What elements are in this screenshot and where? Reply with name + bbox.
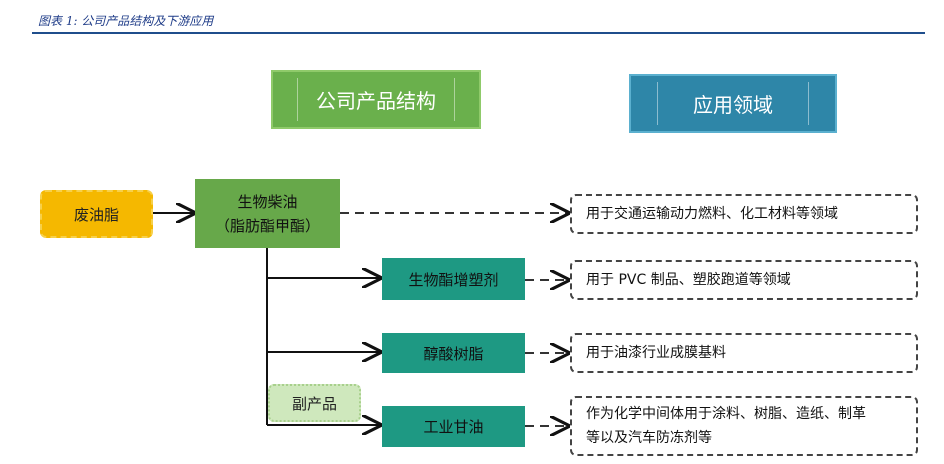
node-alkyd-resin-label: 醇酸树脂 [423,344,484,363]
node-alkyd-resin: 醇酸树脂 [382,333,525,373]
node-plasticizer: 生物酯增塑剂 [382,258,525,300]
app-glycerin-text-line2: 等以及汽车防冻剂等 [586,430,712,446]
node-glycerin-label: 工业甘油 [423,418,484,436]
header-application-field-label: 应用领域 [693,93,773,117]
node-glycerin: 工业甘油 [382,406,525,447]
caption-rule [32,32,925,34]
node-byproduct-label: 副产品 [291,394,337,413]
node-waste-oil-label: 废油脂 [73,205,119,224]
app-glycerin: 作为化学中间体用于涂料、树脂、造纸、制革 等以及汽车防冻剂等 [570,396,918,456]
app-plasticizer-text: 用于 PVC 制品、塑胶跑道等领域 [586,272,791,288]
app-glycerin-text-line1: 作为化学中间体用于涂料、树脂、造纸、制革 [586,406,866,422]
node-biodiesel-sublabel: （脂肪酯甲酯） [214,216,320,235]
header-product-structure-label: 公司产品结构 [316,89,436,113]
node-biodiesel: 生物柴油 （脂肪酯甲酯） [195,179,340,248]
app-alkyd-resin: 用于油漆行业成膜基料 [570,333,918,373]
app-plasticizer: 用于 PVC 制品、塑胶跑道等领域 [570,260,918,300]
node-byproduct: 副产品 [268,384,361,422]
node-plasticizer-label: 生物酯增塑剂 [408,270,499,289]
app-biodiesel-text: 用于交通运输动力燃料、化工材料等领域 [586,206,838,222]
app-alkyd-resin-text: 用于油漆行业成膜基料 [586,345,726,361]
header-application-field: 应用领域 [629,74,837,133]
node-waste-oil: 废油脂 [40,190,153,238]
header-product-structure: 公司产品结构 [271,70,481,129]
node-biodiesel-label: 生物柴油 [237,192,298,211]
app-biodiesel: 用于交通运输动力燃料、化工材料等领域 [570,194,918,234]
figure-caption: 图表 1: 公司产品结构及下游应用 [38,14,214,28]
